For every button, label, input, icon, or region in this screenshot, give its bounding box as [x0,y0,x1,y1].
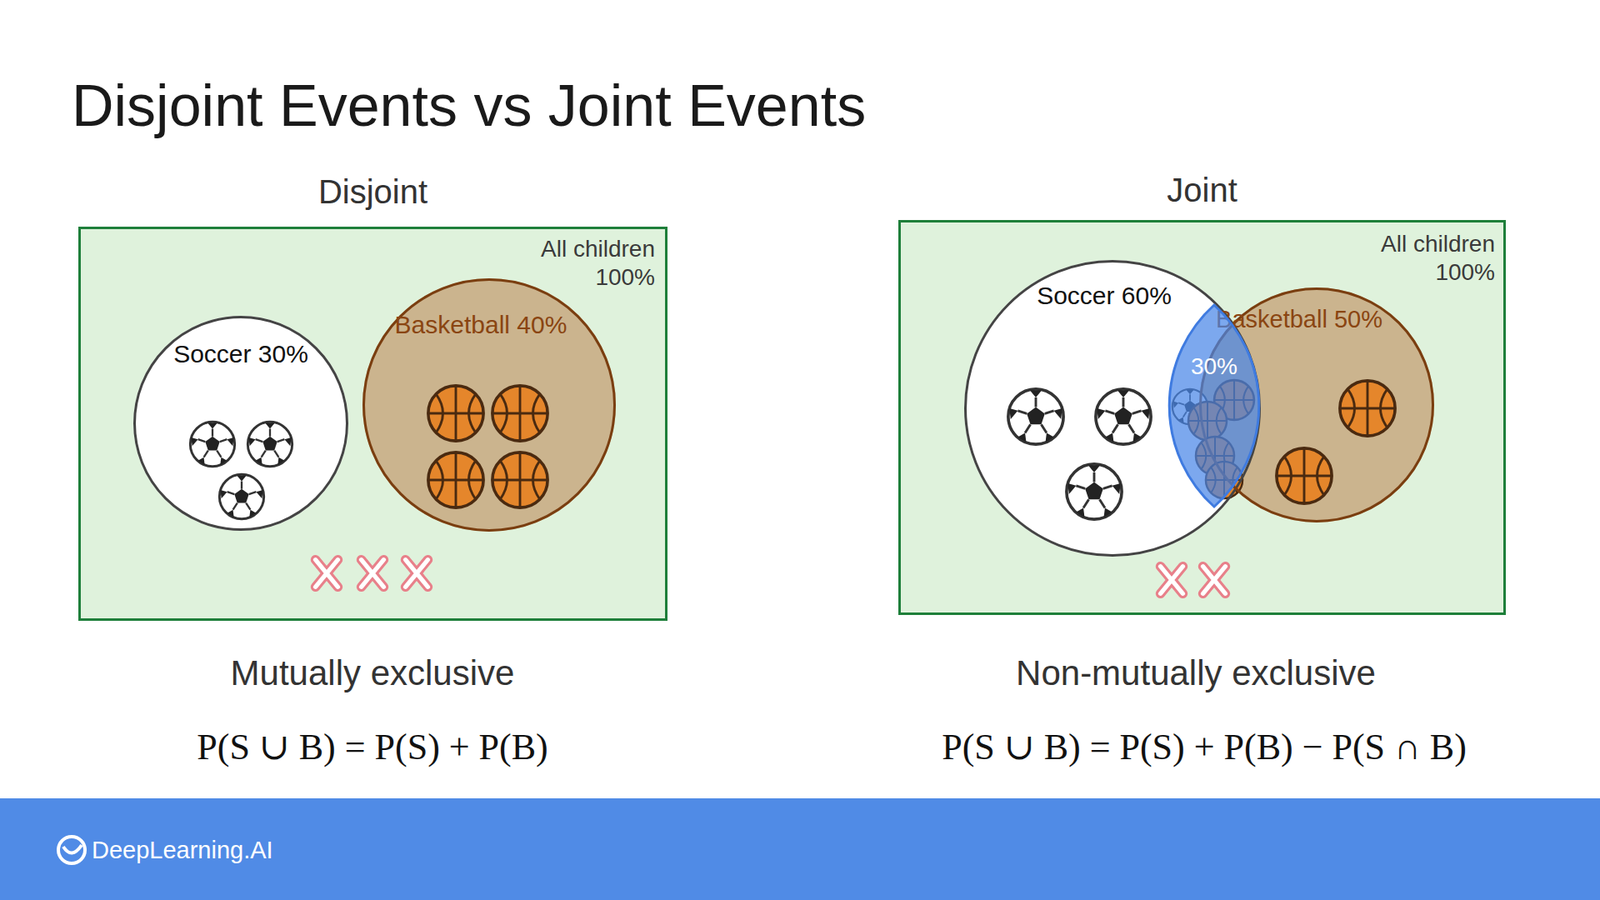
panel-caption: Mutually exclusive [230,652,515,695]
corner-label: All children 100% [1349,230,1495,286]
circle-label: Soccer 30% [133,339,349,370]
basketball-circle: Basketball 40% [362,278,616,532]
formula: P(S ∪ B) = P(S) + P(B) [196,725,548,770]
intersection-lens: 30% [1168,304,1260,508]
circle-label: Basketball 40% [354,310,608,340]
rect-shape [900,221,1505,615]
intersection-label: 30% [1168,352,1260,381]
circle-label: Soccer 60% [955,280,1253,311]
rect-shape [80,228,667,620]
panel-caption: Non-mutually exclusive [1015,652,1376,695]
intersection-lens-outline [1168,304,1260,508]
lens-shape [1169,305,1260,507]
formula: P(S ∪ B) = P(S) + P(B) − P(S ∩ B) [941,725,1467,770]
panel-heading: Joint [898,170,1506,210]
corner-label: All children 100% [509,235,655,291]
panel-heading: Disjoint [78,171,668,212]
brand-logo-text: DeepLearning.AI [91,835,274,865]
title: Disjoint Events vs Joint Events [71,70,866,141]
sample-space-box: JointAll children 100%Soccer 60%Basketba… [898,220,1506,615]
soccer-circle: Soccer 30% [133,315,349,531]
sample-space-box: DisjointAll children 100%Soccer 30%Baske… [78,226,668,621]
sample-space-box-outline [78,226,668,621]
